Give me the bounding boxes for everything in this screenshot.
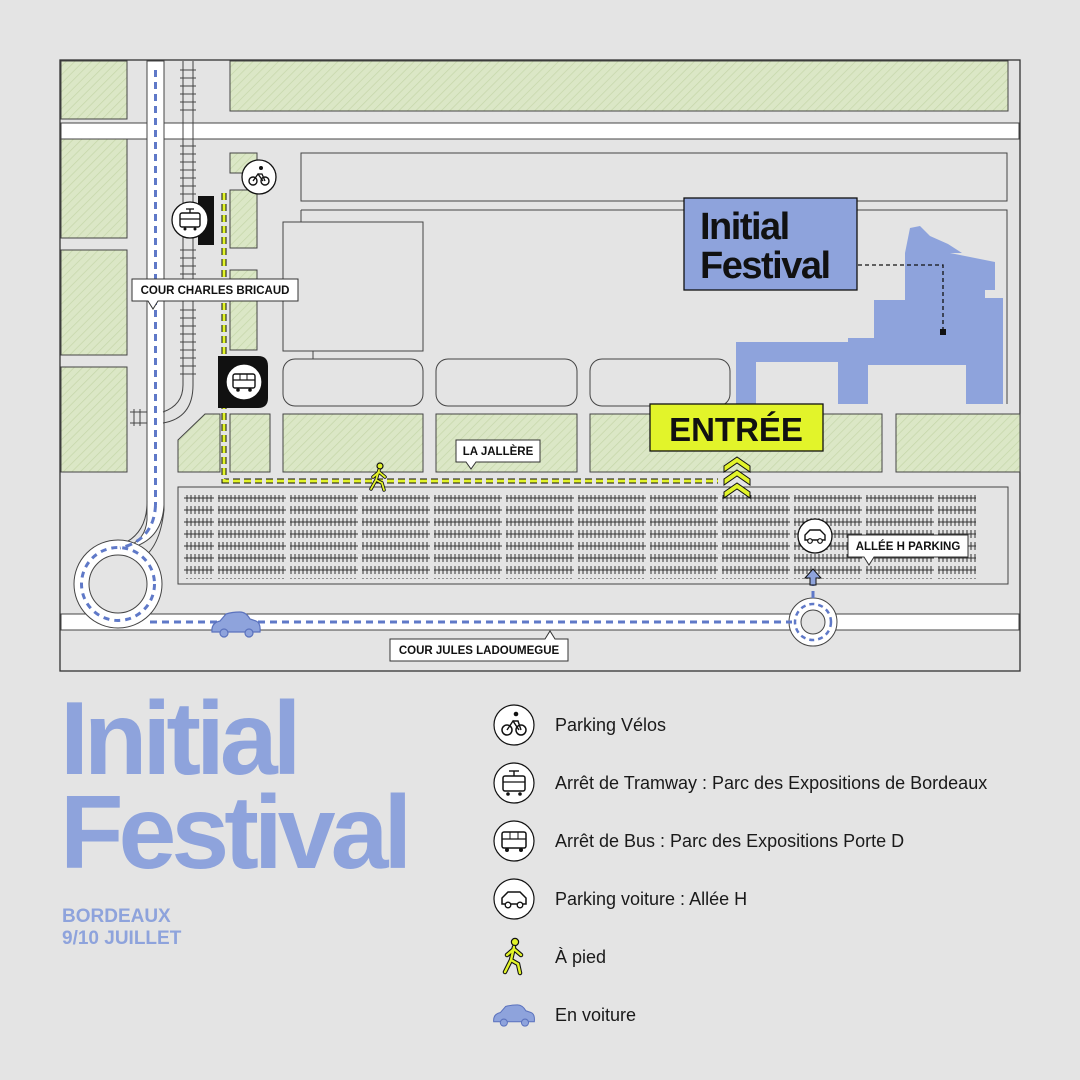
legend-label-car-parking: Parking voiture : Allée H	[555, 888, 748, 909]
legend-label-bus-stop: Arrêt de Bus : Parc des Expositions Port…	[555, 830, 905, 851]
festival-venue	[736, 226, 1003, 404]
bicycle-parking-icon	[241, 159, 277, 195]
cour-charles-bricaud-label: COUR CHARLES BRICAUD	[141, 285, 290, 297]
roundabout-left	[73, 539, 163, 629]
green-areas	[60, 60, 1021, 473]
festival-title-line1: Initial	[60, 681, 302, 797]
street-label-cour-jules-ladoumegue: COUR JULES LADOUMEGUE	[389, 630, 569, 662]
bus-icon	[492, 819, 536, 863]
car-parking-icon	[797, 518, 833, 554]
entrance-chevrons-icon	[723, 456, 751, 499]
entrance-text: ENTRÉE	[669, 411, 803, 448]
legend-item-walk: À pied	[492, 935, 987, 979]
car-icon	[492, 877, 536, 921]
legend: Parking Vélos Arrêt de Tramway : Parc de…	[492, 703, 987, 1051]
pedestrian-icon	[369, 462, 387, 492]
event-info: BORDEAUX 9/10 JUILLET	[62, 906, 181, 950]
bus-stop-icon	[225, 363, 263, 401]
venue-title-line1: Initial	[700, 206, 789, 248]
car-silhouette-icon	[492, 993, 536, 1037]
entrance-label: ENTRÉE	[649, 403, 824, 452]
legend-item-tram-stop: Arrêt de Tramway : Parc des Expositions …	[492, 761, 987, 805]
car-silhouette-icon	[211, 611, 261, 638]
la-jallere-label: LA JALLÈRE	[463, 445, 534, 458]
tram-stop-icon	[171, 201, 209, 239]
legend-label-tram-stop: Arrêt de Tramway : Parc des Expositions …	[555, 772, 988, 793]
cour-jules-ladoumegue-label: COUR JULES LADOUMEGUE	[399, 645, 560, 657]
roundabout-right	[788, 597, 838, 647]
legend-label-drive: En voiture	[555, 1004, 637, 1025]
legend-label-bike-parking: Parking Vélos	[555, 714, 667, 735]
legend-label-walk: À pied	[555, 946, 607, 967]
event-dates: 9/10 JUILLET	[62, 928, 182, 949]
festival-title-line2: Festival	[60, 775, 412, 891]
festival-title: Initial Festival	[60, 681, 412, 891]
legend-item-bus-stop: Arrêt de Bus : Parc des Expositions Port…	[492, 819, 987, 863]
arrow-up-icon	[803, 568, 823, 586]
legend-item-drive: En voiture	[492, 993, 987, 1037]
street-label-allee-h-parking: ALLÉE H PARKING	[847, 534, 969, 566]
street-label-cour-charles-bricaud: COUR CHARLES BRICAUD	[131, 278, 299, 310]
event-city: BORDEAUX	[62, 906, 171, 927]
buildings	[282, 152, 1008, 407]
venue-title-line2: Festival	[700, 245, 830, 287]
legend-item-car-parking: Parking voiture : Allée H	[492, 877, 987, 921]
tram-icon	[492, 761, 536, 805]
pedestrian-icon	[492, 935, 536, 979]
venue-title-box: Initial Festival	[683, 197, 858, 291]
allee-h-parking-label: ALLÉE H PARKING	[856, 540, 961, 553]
street-label-la-jallere: LA JALLÈRE	[455, 439, 541, 470]
legend-item-bike-parking: Parking Vélos	[492, 703, 987, 747]
bicycle-icon	[492, 703, 536, 747]
